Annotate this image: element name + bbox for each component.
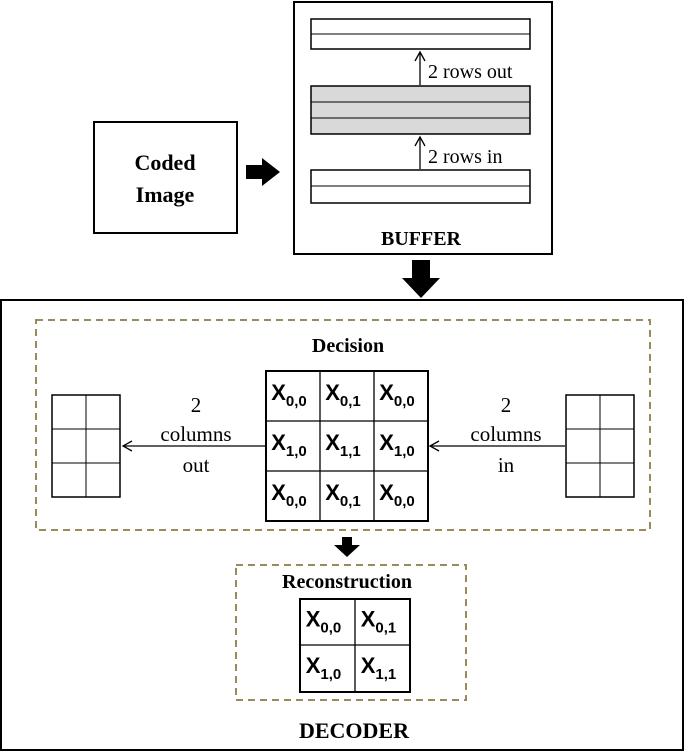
columns-out-label-line2: columns — [160, 422, 231, 446]
decoder-block: DECODER Decision — [0, 299, 684, 751]
coded-image-label-line1: Coded — [134, 150, 195, 175]
reconstruction-cell-0-0: X0,0 — [306, 606, 342, 636]
reconstruction-cell-0-1: X0,1 — [361, 606, 397, 636]
reconstruction-cell-1-1: X1,1 — [361, 653, 397, 683]
buffer-input-rows — [310, 169, 531, 204]
buffer-block: 2 rows out 2 rows in BUFFER — [293, 1, 553, 255]
buffer-output-rows — [310, 18, 531, 50]
decision-cell-0-1: X0,1 — [325, 380, 361, 410]
buffer-working-rows — [310, 85, 531, 135]
coded-image-label-line2: Image — [136, 182, 195, 207]
reconstruction-cell-1-0: X1,0 — [306, 653, 342, 683]
decision-cell-2-0: X0,0 — [271, 480, 307, 510]
decision-to-reconstruction-arrow — [334, 537, 360, 557]
reconstruction-region: Reconstruction X0,0 X0,1X1,0 X1,1 — [235, 564, 467, 701]
rows-out-label: 2 rows out — [428, 61, 513, 83]
decision-cell-1-2: X1,0 — [379, 430, 415, 460]
decision-cell-0-0: X0,0 — [271, 380, 307, 410]
reconstruction-title: Reconstruction — [282, 571, 412, 593]
rows-in-label: 2 rows in — [428, 146, 502, 168]
columns-in-label-line2: columns — [470, 422, 541, 446]
coded-image-block: Coded Image — [93, 121, 238, 234]
coded-to-buffer-arrow — [246, 158, 280, 186]
input-columns-block — [565, 394, 635, 498]
decision-cell-2-1: X0,1 — [325, 480, 361, 510]
decision-title: Decision — [312, 335, 384, 357]
reconstruction-grid: X0,0 X0,1X1,0 X1,1 — [299, 598, 411, 693]
decision-region: Decision 2 columns out — [35, 319, 651, 531]
output-columns-block — [51, 394, 121, 498]
columns-out-label-line3: out — [183, 453, 210, 477]
decision-cell-1-0: X1,0 — [271, 430, 307, 460]
columns-in-label-line1: 2 — [501, 393, 512, 417]
buffer-to-decoder-arrow — [402, 260, 440, 298]
decision-cell-2-2: X0,0 — [379, 480, 415, 510]
buffer-title: BUFFER — [381, 228, 462, 250]
columns-in-label-line3: in — [498, 453, 515, 477]
decision-cell-1-1: X1,1 — [325, 430, 361, 460]
decoder-title: DECODER — [299, 718, 410, 743]
decision-cell-0-2: X0,0 — [379, 380, 415, 410]
columns-out-label-line1: 2 — [191, 393, 202, 417]
